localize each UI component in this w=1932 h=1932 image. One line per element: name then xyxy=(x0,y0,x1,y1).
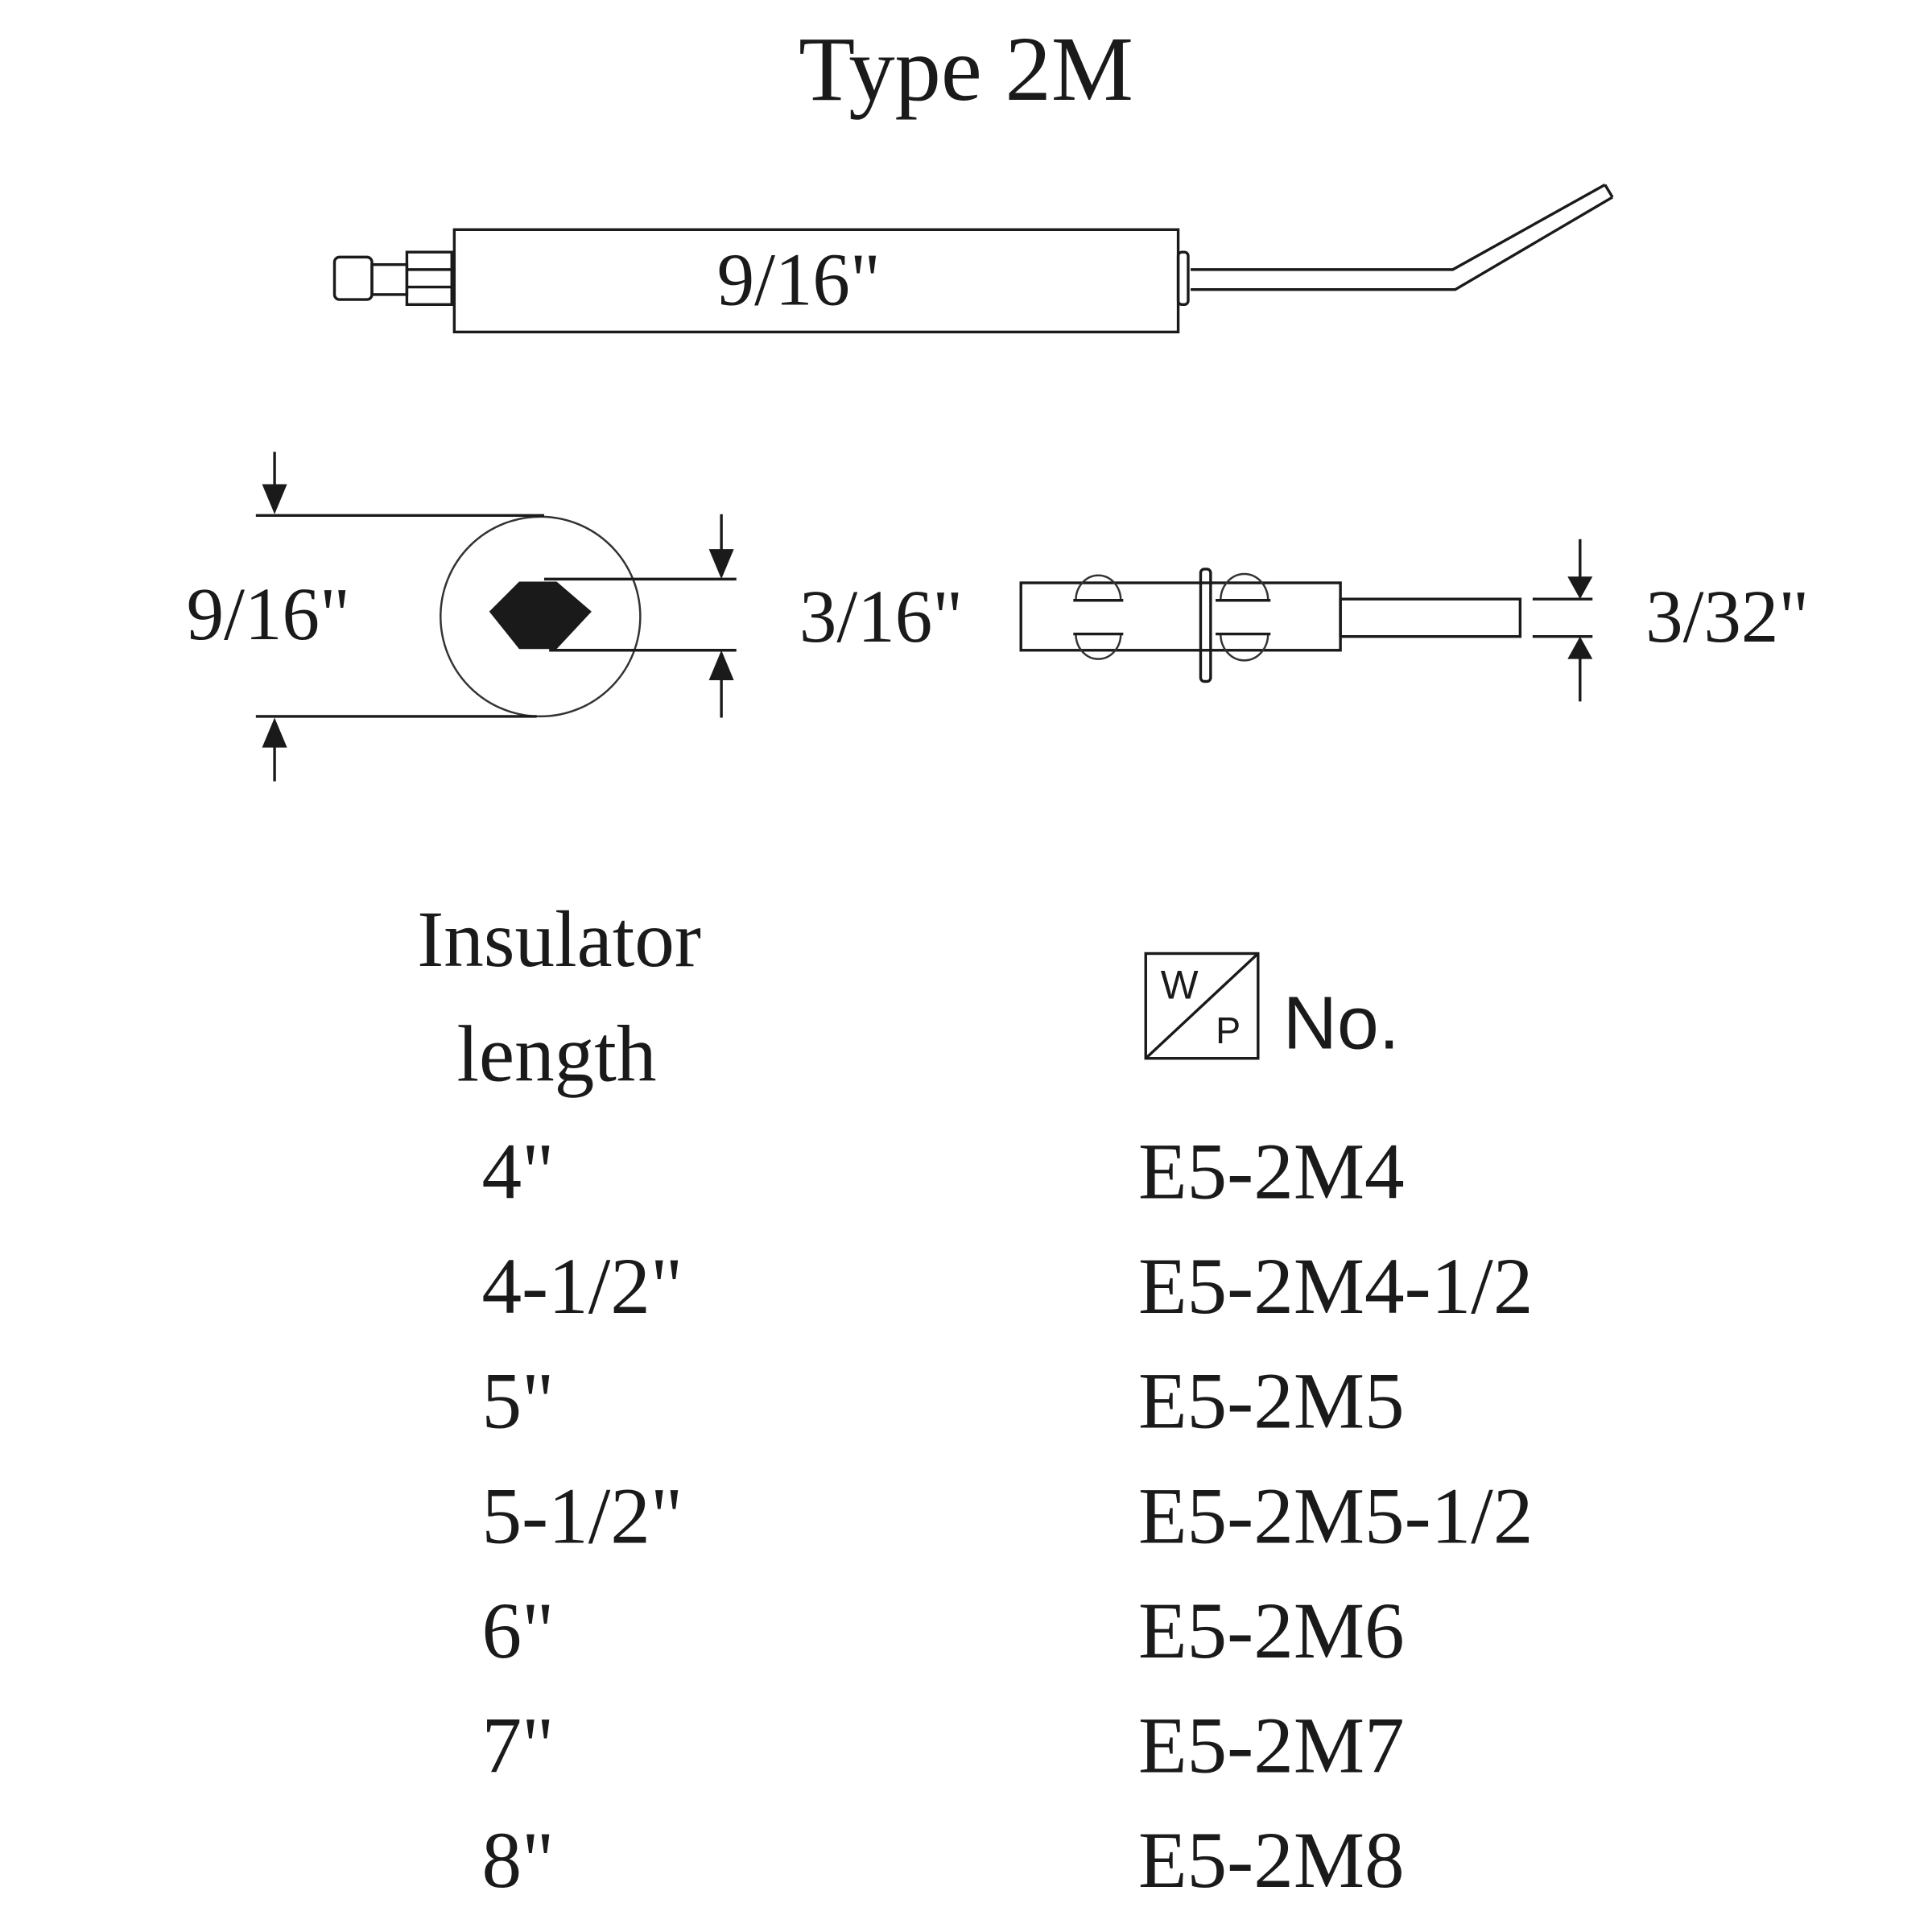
arrow-up-icon xyxy=(262,717,287,748)
number-header: No. xyxy=(1283,980,1400,1064)
arrow-down-icon xyxy=(1567,576,1593,600)
part-number-cell: E5-2M5 xyxy=(1138,1358,1405,1446)
electrode-rod-bottom xyxy=(1191,196,1613,291)
length-cell: 8" xyxy=(481,1817,554,1905)
table-row: 6" E5-2M6 xyxy=(481,1587,1404,1675)
part-number-cell: E5-2M5-1/2 xyxy=(1138,1472,1534,1560)
end-view: 9/16" 3/16" xyxy=(187,452,963,782)
part-number-cell: E5-2M4-1/2 xyxy=(1138,1243,1534,1331)
table-header: Insulator length W P No. xyxy=(417,896,1399,1099)
diagram-title: Type 2M xyxy=(799,18,1133,120)
length-cell: 5-1/2" xyxy=(481,1472,683,1560)
table-rows: 4" E5-2M4 4-1/2" E5-2M4-1/2 5" E5-2M5 5-… xyxy=(481,1128,1533,1905)
arrow-down-icon xyxy=(262,484,287,514)
length-cell: 5" xyxy=(481,1358,554,1446)
arrow-up-icon xyxy=(1567,636,1593,659)
svg-text:P: P xyxy=(1216,1009,1241,1051)
outer-diameter-label: 9/16" xyxy=(187,573,350,656)
arrow-up-icon xyxy=(708,650,734,680)
length-cell: 6" xyxy=(481,1587,554,1675)
length-header-line2: length xyxy=(456,1011,656,1099)
electrode-rod-top xyxy=(1191,183,1606,271)
electrode-dimension-label: 3/16" xyxy=(799,576,963,658)
part-number-cell: E5-2M7 xyxy=(1138,1703,1405,1790)
part-number-cell: E5-2M6 xyxy=(1138,1587,1405,1675)
table-row: 8" E5-2M8 xyxy=(481,1817,1404,1905)
terminal-view: 3/32" xyxy=(1019,539,1809,702)
length-cell: 7" xyxy=(481,1703,554,1790)
insulator-dimension-label: 9/16" xyxy=(717,238,881,321)
part-number-cell: E5-2M8 xyxy=(1138,1817,1405,1905)
table-row: 4" E5-2M4 xyxy=(481,1128,1404,1216)
electrode-cross-section-icon xyxy=(489,581,592,650)
arrow-down-icon xyxy=(708,549,734,580)
wp-logo-icon: W P xyxy=(1144,952,1260,1060)
table-row: 4-1/2" E5-2M4-1/2 xyxy=(481,1243,1533,1331)
terminal-wire xyxy=(1339,597,1522,638)
part-number-cell: E5-2M4 xyxy=(1138,1128,1405,1216)
length-cell: 4-1/2" xyxy=(481,1243,683,1331)
table-row: 5-1/2" E5-2M5-1/2 xyxy=(481,1472,1533,1560)
table-row: 7" E5-2M7 xyxy=(481,1703,1404,1790)
wire-dimension-label: 3/32" xyxy=(1645,576,1809,658)
side-view: 9/16" xyxy=(332,183,1614,334)
terminal-nut-icon xyxy=(332,250,453,306)
length-header-line1: Insulator xyxy=(417,896,701,984)
length-cell: 4" xyxy=(481,1128,554,1216)
table-row: 5" E5-2M5 xyxy=(481,1358,1404,1446)
svg-text:W: W xyxy=(1161,962,1199,1007)
